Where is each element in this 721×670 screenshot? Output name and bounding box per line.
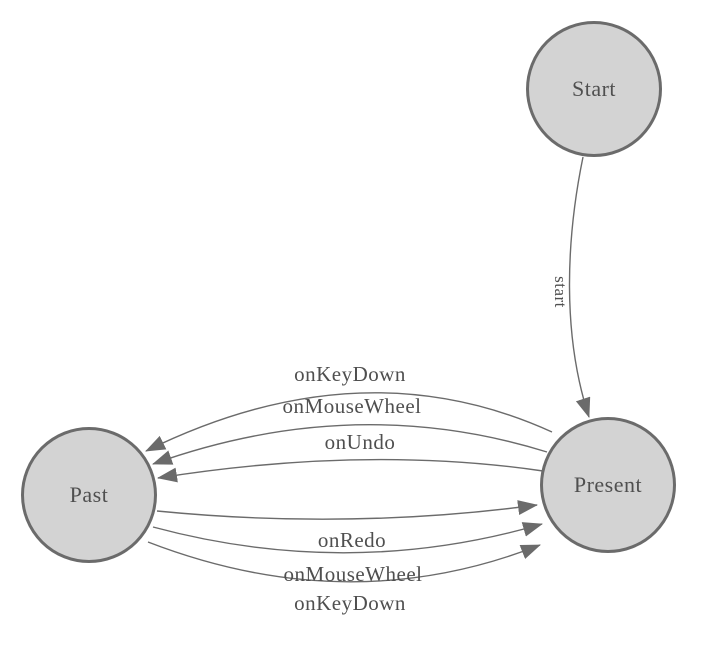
edges-layer	[145, 156, 591, 583]
node-label-start: Start	[572, 76, 616, 101]
edge-label-start-to-present: start	[551, 276, 570, 308]
edge-label-past-to-present-onkeydown: onKeyDown	[294, 591, 406, 615]
node-past[interactable]	[21, 427, 157, 563]
node-present[interactable]	[540, 417, 676, 553]
edge-present-to-past-onmousewheel[interactable]	[152, 424, 548, 465]
edge-past-to-present-onredo[interactable]	[156, 500, 538, 520]
node-label-past: Past	[70, 482, 109, 507]
edge-past-to-present-onkeydown[interactable]	[147, 541, 541, 583]
edge-present-to-past-onkeydown[interactable]	[145, 392, 553, 452]
node-start[interactable]	[526, 21, 662, 157]
edge-present-to-past-onundo[interactable]	[157, 458, 544, 483]
node-label-present: Present	[574, 472, 642, 497]
labels-layer: start onKeyDown onMouseWheel onUndo onRedo on…	[283, 276, 570, 615]
edge-start-to-present[interactable]	[568, 156, 591, 418]
edge-label-present-to-past-onundo: onUndo	[325, 430, 396, 454]
edge-label-present-to-past-onmousewheel: onMouseWheel	[283, 394, 422, 418]
edge-label-past-to-present-onredo: onRedo	[318, 528, 386, 552]
edge-past-to-present-onmousewheel[interactable]	[152, 522, 543, 554]
edge-label-past-to-present-onmousewheel: onMouseWheel	[284, 562, 423, 586]
edge-label-present-to-past-onkeydown: onKeyDown	[294, 362, 406, 386]
